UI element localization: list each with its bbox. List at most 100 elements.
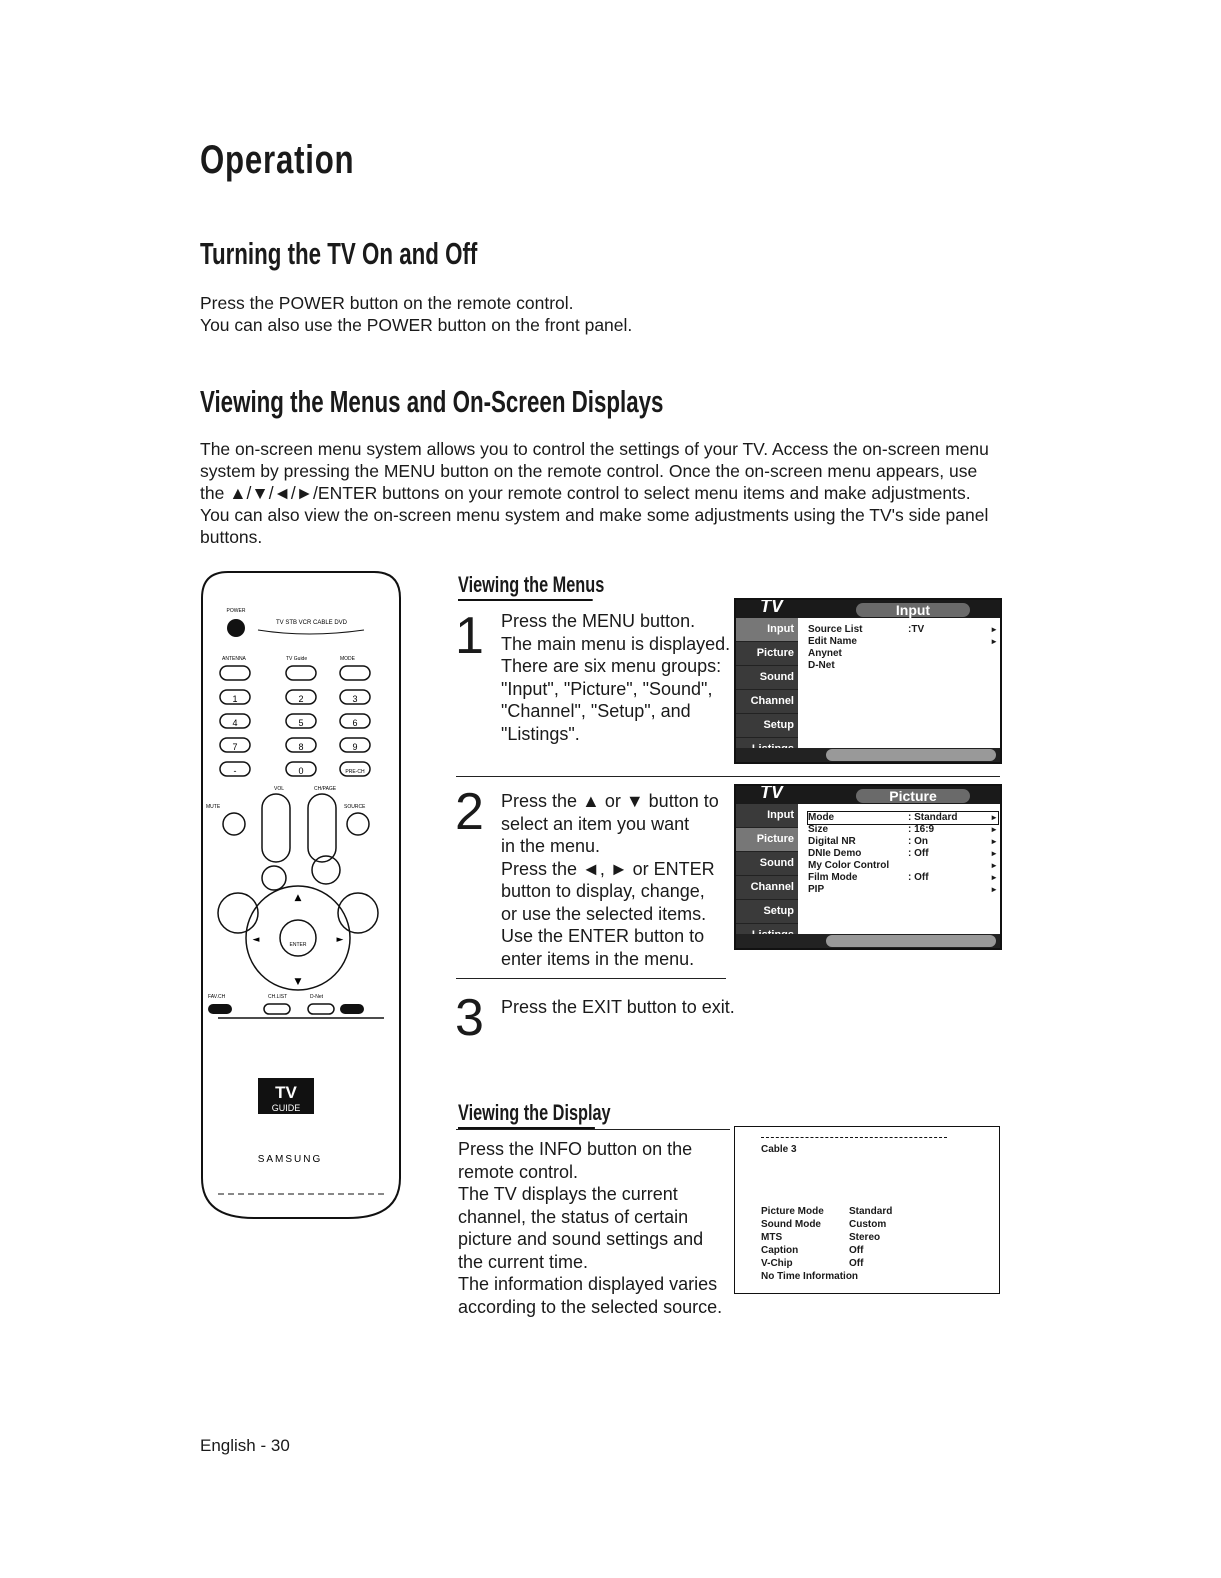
step-line: Use the ENTER button to [501, 926, 705, 946]
key-1: 1 [232, 694, 237, 704]
remote-chlist-label: CH.LIST [268, 994, 287, 1000]
info-value: Off [849, 1245, 864, 1256]
item-label: Mode [808, 812, 835, 823]
section1-line: Press the POWER button on the remote con… [200, 293, 574, 313]
viewing-display-text: Press the INFO button on the remote cont… [458, 1138, 722, 1318]
tv-menu-sidebar: Input Picture Sound Channel Setup Listin… [736, 804, 798, 947]
tv-menu-item[interactable]: Anynet [808, 648, 998, 660]
info-channel: Cable 3 [761, 1144, 797, 1155]
divider [456, 978, 726, 979]
tv-bottom-decoration [826, 749, 996, 761]
section-heading-viewing-menus-osd: Viewing the Menus and On-Screen Displays [200, 384, 664, 419]
step-line: "Input", "Picture", "Sound", [501, 678, 713, 699]
item-label: Film Mode [808, 872, 858, 883]
key-3: 3 [352, 694, 357, 704]
info-value: Standard [849, 1206, 893, 1217]
tv-label: TV [760, 598, 784, 616]
key-2: 2 [298, 694, 303, 704]
section2-body: The on-screen menu system allows you to … [200, 438, 1000, 548]
tv-guide-logo-text: TV [275, 1083, 297, 1102]
section2-line: the ▲/▼/◄/►/ENTER buttons on your remote… [200, 483, 971, 503]
tv-menu-item[interactable]: Film Mode: Off► [808, 872, 998, 884]
info-row: Sound Mode Custom [761, 1218, 886, 1231]
tv-tab-picture[interactable]: Picture [736, 828, 798, 851]
item-label: D-Net [808, 660, 835, 671]
tv-guide-logo [258, 1078, 314, 1114]
remote-tvguide-label: TV Guide [286, 656, 307, 662]
tv-label: TV [760, 784, 784, 802]
item-label: PIP [808, 884, 825, 895]
item-label: My Color Control [808, 860, 890, 871]
tv-info-display: Cable 3 Picture Mode Standard Sound Mode C… [734, 1126, 1000, 1294]
power-button-icon [227, 619, 245, 637]
tv-tab-sound[interactable]: Sound [736, 666, 798, 689]
item-label: Edit Name [808, 636, 857, 647]
key-6: 6 [352, 718, 357, 728]
key-8: 8 [298, 742, 303, 752]
key-4: 4 [232, 718, 237, 728]
tv-tab-input[interactable]: Input [736, 804, 798, 827]
dpad-up-icon: ▲ [295, 893, 302, 903]
key-dash: - [234, 766, 237, 776]
tv-menu-item[interactable]: Edit Name ► [808, 636, 998, 648]
step-line: Press the ◄, ► or ENTER [501, 858, 715, 879]
tv-tab-setup[interactable]: Setup [736, 714, 798, 737]
remote-brand: SAMSUNG [258, 1154, 323, 1165]
tv-menu-item[interactable]: DNIe Demo: Off► [808, 848, 998, 860]
info-value: Custom [849, 1219, 887, 1230]
tv-menu-item[interactable]: Digital NR: On► [808, 836, 998, 848]
tv-menu-items: Mode: Standard► Size: 16:9► Digital NR: … [807, 811, 999, 896]
section2-line: buttons. [200, 527, 263, 547]
step-line: "Channel", "Setup", and [501, 701, 691, 721]
info-time-line: No Time Information [761, 1271, 859, 1282]
arrow-right-icon: ► [990, 861, 998, 870]
step-number: 2 [455, 783, 484, 841]
tv-menu-item[interactable]: D-Net [808, 660, 998, 672]
display-line: Press the INFO button on the [458, 1139, 693, 1159]
info-label: Sound Mode [761, 1219, 821, 1230]
tv-menu-item[interactable]: Source List:TV► [808, 624, 998, 636]
divider [456, 1129, 730, 1130]
step-1-text: Press the MENU button. The main menu is … [501, 610, 730, 745]
tv-menu-items: Source List:TV► Edit Name ► Anynet D-Net [808, 624, 998, 672]
tv-menu-item[interactable]: My Color Control ► [808, 860, 998, 872]
page-footer: English - 30 [200, 1436, 290, 1455]
arrow-right-icon: ► [990, 885, 998, 894]
info-value: Off [849, 1258, 864, 1269]
tv-menu-item[interactable]: PIP ► [808, 884, 998, 896]
arrow-right-icon: ► [990, 837, 998, 846]
item-label: Size [808, 824, 829, 835]
tv-tab-setup[interactable]: Setup [736, 900, 798, 923]
arrow-right-icon: ► [990, 637, 998, 646]
item-value: : Off [908, 872, 929, 883]
item-value: : 16:9 [908, 824, 935, 835]
section1-line: You can also use the POWER button on the… [200, 315, 633, 335]
tv-menu-item[interactable]: Mode: Standard► [807, 811, 999, 825]
tv-screen-picture-menu: TV Picture Input Picture Sound Channel S… [734, 784, 1002, 950]
display-line: according to the selected source. [458, 1296, 723, 1317]
tv-tab-channel[interactable]: Channel [736, 876, 798, 899]
item-label: Digital NR [808, 836, 856, 847]
remote-mode-labels: TV STB VCR CABLE DVD [276, 620, 348, 626]
key-7: 7 [232, 742, 237, 752]
tv-tab-channel[interactable]: Channel [736, 690, 798, 713]
tv-tab-input[interactable]: Input [736, 618, 798, 641]
item-label: Anynet [808, 648, 842, 659]
item-value: : Standard [908, 812, 958, 823]
tv-menu-item[interactable]: Size: 16:9► [808, 824, 998, 836]
info-label: MTS [761, 1232, 783, 1243]
step-2-text: Press the ▲ or ▼ button to select an ite… [501, 790, 719, 970]
step-line: button to display, change, [501, 881, 705, 901]
display-line: picture and sound settings and [458, 1229, 704, 1249]
remote-power-label: POWER [227, 608, 246, 614]
tv-tab-sound[interactable]: Sound [736, 852, 798, 875]
remote-source-label: SOURCE [344, 804, 366, 810]
key-9: 9 [352, 742, 357, 752]
item-value: : Off [908, 848, 929, 859]
step-line: There are six menu groups: [501, 656, 722, 676]
remote-control-illustration: POWER TV STB VCR CABLE DVD ANTENNA TV Gu… [201, 571, 401, 1219]
tv-menu-bottombar [736, 934, 1000, 948]
step-line: Press the MENU button. [501, 611, 696, 631]
tv-tab-picture[interactable]: Picture [736, 642, 798, 665]
info-label: Picture Mode [761, 1206, 824, 1217]
